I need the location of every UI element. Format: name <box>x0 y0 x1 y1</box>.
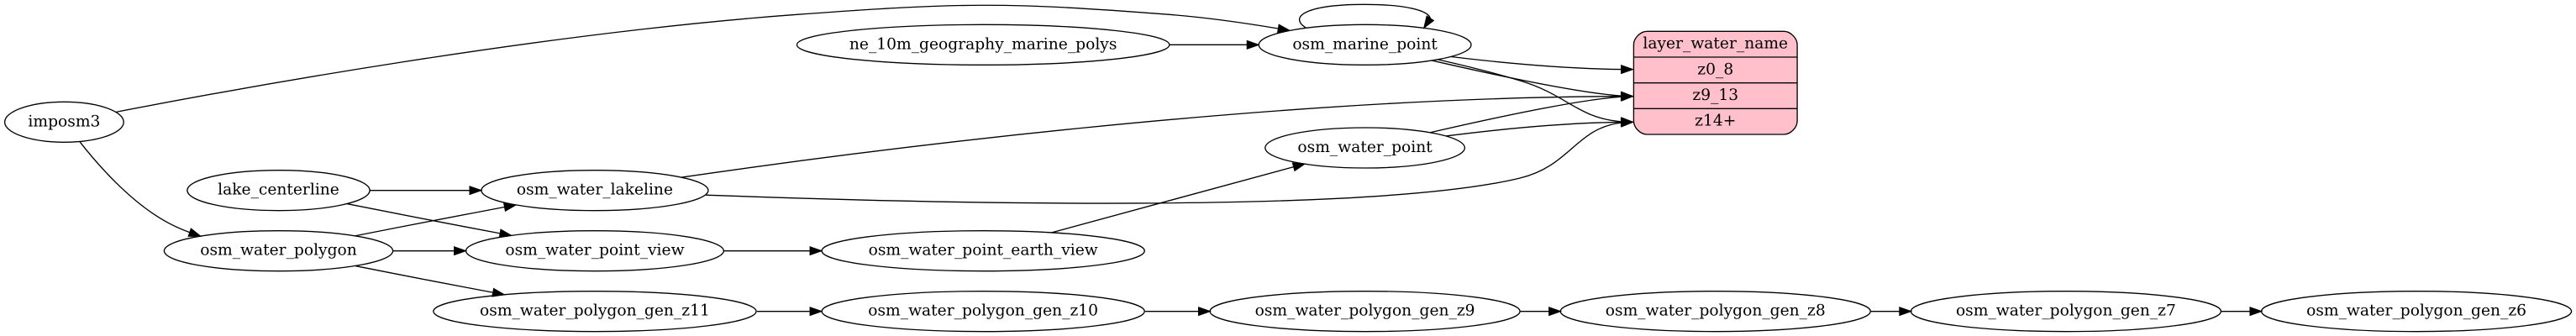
edge-osm-water-polygon-gen-z11--osm-water-polygon-gen-z10-arrowhead <box>809 307 823 317</box>
node-osm-water-point-shape <box>1264 127 1466 169</box>
node-layer-water-name-row-label: z0_8 <box>1697 60 1733 78</box>
edge-imposm3--osm-marine-point-line <box>115 4 1279 113</box>
node-osm-water-polygon-gen-z7-label: osm_water_polygon_gen_z7 <box>1956 302 2176 320</box>
edge-osm-marine-point--layer-water-name-z9-13-line <box>1432 60 1622 97</box>
edge-osm-water-polygon--osm-water-polygon-gen-z11 <box>355 265 506 297</box>
edge-osm-marine-point-self-loop <box>1299 3 1435 29</box>
edge-imposm3--osm-water-polygon <box>79 141 202 237</box>
edge-osm-water-polygon-gen-z11--osm-water-polygon-gen-z10 <box>756 307 823 317</box>
edge-osm-water-polygon-gen-z9--osm-water-polygon-gen-z8 <box>1520 307 1563 317</box>
node-imposm3: imposm3 <box>3 101 124 144</box>
edge-imposm3--osm-marine-point <box>115 4 1291 113</box>
node-ne-10m-geography-marine-polys: ne_10m_geography_marine_polys <box>796 24 1170 66</box>
node-osm-water-point: osm_water_point <box>1264 127 1466 169</box>
node-osm-water-polygon-gen-z9-label: osm_water_polygon_gen_z9 <box>1255 302 1475 320</box>
edge-imposm3--osm-water-polygon-line <box>79 141 190 234</box>
node-osm-water-point-earth-view-label: osm_water_point_earth_view <box>869 242 1098 260</box>
edge-osm-water-point--layer-water-name-z9-13-line <box>1430 96 1622 134</box>
edge-osm-water-polygon-gen-z10--osm-water-polygon-gen-z9 <box>1145 307 1212 317</box>
edge-osm-water-polygon--osm-water-polygon-gen-z11-line <box>355 265 493 293</box>
edge-osm-water-polygon-gen-z7--osm-water-polygon-gen-z6 <box>2221 307 2263 317</box>
edge-osm-water-point--layer-water-name-z14-arrowhead <box>1621 117 1635 128</box>
edge-osm-water-polygon--osm-water-point-view <box>392 246 468 256</box>
edge-osm-water-polygon--osm-water-polygon-gen-z11-arrowhead <box>492 287 506 297</box>
edge-ne-10m-geography-marine-polys--osm-marine-point-arrowhead <box>1246 39 1260 50</box>
edge-osm-water-point-view--osm-water-point-earth-view-arrowhead <box>809 246 823 256</box>
node-osm-water-polygon-gen-z10-label: osm_water_polygon_gen_z10 <box>868 302 1098 320</box>
edge-osm-water-point-earth-view--osm-water-point-line <box>1051 166 1294 234</box>
node-osm-water-polygon: osm_water_polygon <box>163 229 394 272</box>
edge-osm-water-lakeline--layer-water-name-z14-line <box>705 122 1622 204</box>
edge-osm-marine-point--layer-water-name-z14-line <box>1438 59 1622 123</box>
edge-osm-water-point-view--osm-water-point-earth-view <box>723 246 823 256</box>
node-osm-water-polygon-gen-z6-label: osm_water_polygon_gen_z6 <box>2306 302 2526 320</box>
edge-osm-water-polygon--osm-water-lakeline-arrowhead <box>502 202 518 213</box>
node-layer-water-name-row-label: z9_13 <box>1692 87 1738 104</box>
edge-osm-water-point--layer-water-name-z14 <box>1446 117 1635 137</box>
node-layer-water-name-title: layer_water_name <box>1643 35 1788 53</box>
edge-osm-marine-point--layer-water-name-z0-8-line <box>1451 55 1622 71</box>
node-osm-water-polygon-gen-z11: osm_water_polygon_gen_z11 <box>433 290 757 333</box>
edge-osm-water-point-earth-view--osm-water-point <box>1051 162 1306 234</box>
node-layer-water-name: layer_water_name z0_8 z9_13 z14+ <box>1632 30 1798 135</box>
edge-lake-centerline--osm-water-lakeline <box>369 186 483 196</box>
node-osm-marine-point-label: osm_marine_point <box>1292 35 1438 53</box>
edge-osm-water-polygon--osm-water-point-view-arrowhead <box>454 246 468 256</box>
edge-imposm3--osm-marine-point-arrowhead <box>1276 24 1291 34</box>
node-layer-water-name-row-label: z14+ <box>1695 113 1736 130</box>
node-lake-centerline-label: lake_centerline <box>218 181 339 199</box>
edge-osm-water-point--layer-water-name-z9-13 <box>1430 92 1635 134</box>
edge-osm-water-lakeline--layer-water-name-z9-13-line <box>681 96 1622 178</box>
edge-osm-marine-point--layer-water-name-z0-8 <box>1451 55 1635 75</box>
node-osm-water-lakeline-label: osm_water_lakeline <box>517 181 673 199</box>
edge-osm-water-point-earth-view--osm-water-point-arrowhead <box>1291 162 1306 172</box>
node-ne-10m-geography-marine-polys-label: ne_10m_geography_marine_polys <box>849 35 1117 53</box>
edge-osm-water-polygon-gen-z8--osm-water-polygon-gen-z7 <box>1870 307 1913 317</box>
node-osm-water-polygon-shape <box>163 229 394 272</box>
edge-osm-marine-point-self-loop-line <box>1299 3 1431 29</box>
edge-ne-10m-geography-marine-polys--osm-marine-point <box>1170 39 1260 50</box>
node-ne-10m-geography-marine-polys-shape <box>796 24 1170 66</box>
edge-osm-water-polygon-gen-z9--osm-water-polygon-gen-z8-arrowhead <box>1548 307 1563 317</box>
edge-imposm3--osm-water-polygon-arrowhead <box>187 228 202 237</box>
edge-osm-water-point--layer-water-name-z9-13-arrowhead <box>1620 92 1635 102</box>
node-imposm3-label: imposm3 <box>28 113 100 130</box>
edge-osm-marine-point--layer-water-name-z0-8-arrowhead <box>1621 64 1635 75</box>
edge-osm-water-point--layer-water-name-z14-line <box>1446 121 1622 137</box>
edge-osm-water-polygon-gen-z10--osm-water-polygon-gen-z9-arrowhead <box>1198 307 1212 317</box>
node-osm-water-polygon-label: osm_water_polygon <box>200 242 357 260</box>
edge-osm-water-polygon--osm-water-lakeline-line <box>355 206 505 237</box>
node-osm-water-polygon-gen-z8-label: osm_water_polygon_gen_z8 <box>1606 302 1826 320</box>
node-osm-water-point-label: osm_water_point <box>1297 139 1433 156</box>
node-osm-water-polygon-gen-z11-shape <box>433 290 757 333</box>
node-osm-water-point-view-label: osm_water_point_view <box>505 242 684 260</box>
edge-osm-water-polygon-gen-z7--osm-water-polygon-gen-z6-arrowhead <box>2249 307 2263 317</box>
edge-osm-water-polygon--osm-water-lakeline <box>355 202 518 237</box>
node-imposm3-shape <box>3 101 124 144</box>
edge-lake-centerline--osm-water-point-view-arrowhead <box>498 228 513 239</box>
edge-osm-marine-point-self-loop-arrowhead <box>1422 15 1435 29</box>
edge-lake-centerline--osm-water-lakeline-arrowhead <box>469 186 483 196</box>
node-osm-water-polygon-gen-z11-label: osm_water_polygon_gen_z11 <box>480 302 710 320</box>
edge-osm-water-polygon-gen-z8--osm-water-polygon-gen-z7-arrowhead <box>1899 307 1913 317</box>
